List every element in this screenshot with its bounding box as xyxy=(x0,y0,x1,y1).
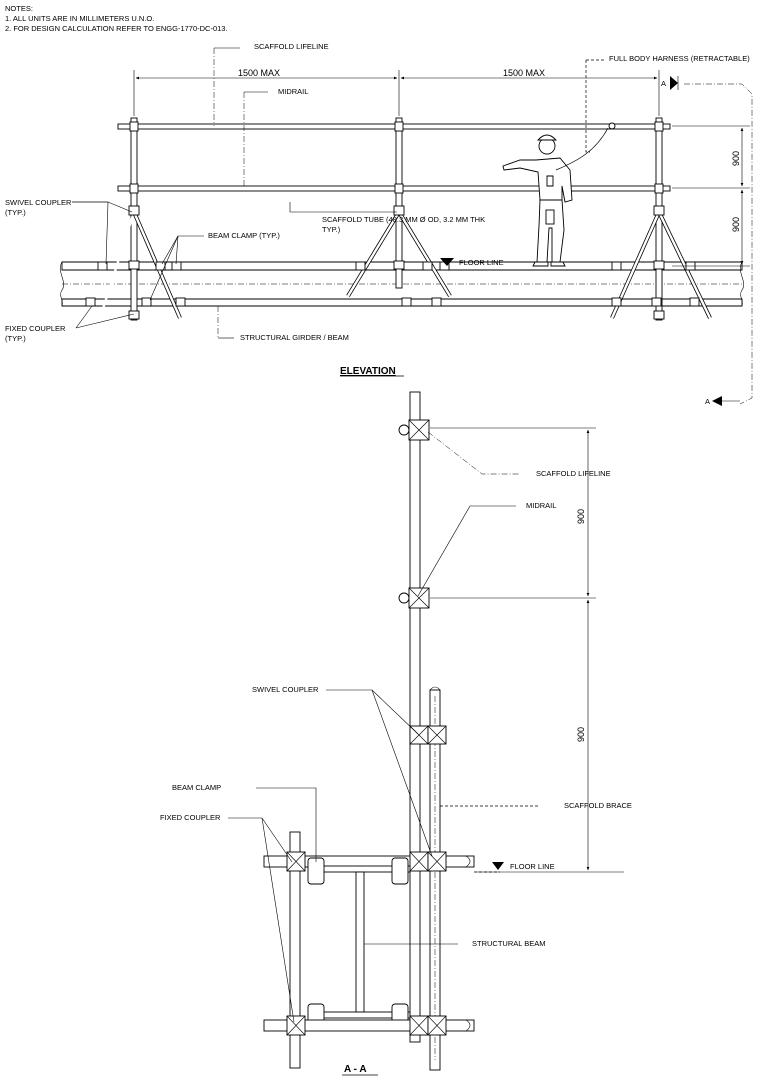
label-full-body-harness: FULL BODY HARNESS (RETRACTABLE) xyxy=(609,54,750,63)
dim-height-lower: 900 xyxy=(731,217,741,232)
section-lower-transom xyxy=(263,1015,475,1036)
title-elevation: ELEVATION xyxy=(340,366,396,377)
label-swivel-coupler-elev-1: SWIVEL COUPLER xyxy=(5,198,72,207)
braces xyxy=(98,210,712,319)
section-dimensions: 900 900 xyxy=(430,427,624,873)
label-fixed-coupler-elev-1: FIXED COUPLER xyxy=(5,324,66,333)
label-scaffold-tube-2: TYP.) xyxy=(322,225,341,234)
label-midrail-section: MIDRAIL xyxy=(526,501,556,510)
section-marker-bottom-letter: A xyxy=(705,397,710,406)
label-swivel-coupler-elev-2: (TYP.) xyxy=(5,208,26,217)
label-fixed-coupler-section: FIXED COUPLER xyxy=(160,813,221,822)
elevation-labels: SCAFFOLD LIFELINE FULL BODY HARNESS (RET… xyxy=(5,42,750,343)
span-dimensions: 1500 MAX 1500 MAX xyxy=(133,68,660,116)
label-beam-clamp-section: BEAM CLAMP xyxy=(172,783,221,792)
section-lifeline-coupler xyxy=(398,419,430,441)
section-standard xyxy=(409,391,421,1043)
label-swivel-coupler-section: SWIVEL COUPLER xyxy=(252,685,319,694)
worker-figure xyxy=(502,122,616,267)
section-cut-marker: A A xyxy=(661,76,753,406)
dim-span-left: 1500 MAX xyxy=(238,68,280,78)
section-left-tube xyxy=(289,831,301,1069)
label-scaffold-brace: SCAFFOLD BRACE xyxy=(564,801,632,810)
elevation-view: 1500 MAX 1500 MAX 900 900 A A FLOOR LIN xyxy=(5,42,753,406)
couplers-elevation xyxy=(85,121,700,320)
section-swivel-couplers xyxy=(409,725,447,745)
section-view: 900 900 FLOOR LINE SCAFFOLD LIFELINE MID… xyxy=(160,391,632,1076)
dim-height-upper: 900 xyxy=(731,151,741,166)
note-line-1: 1. ALL UNITS ARE IN MILLIMETERS U.N.O. xyxy=(5,14,154,23)
floor-line-symbol-section: FLOOR LINE xyxy=(474,862,555,873)
notes-heading: NOTES: xyxy=(5,4,33,13)
dim-span-right: 1500 MAX xyxy=(503,68,545,78)
label-scaffold-lifeline-elev: SCAFFOLD LIFELINE xyxy=(254,42,329,51)
section-marker-top-letter: A xyxy=(661,79,666,88)
label-structural-girder: STRUCTURAL GIRDER / BEAM xyxy=(240,333,349,342)
notes-block: NOTES: 1. ALL UNITS ARE IN MILLIMETERS U… xyxy=(5,4,228,33)
label-fixed-coupler-elev-2: (TYP.) xyxy=(5,334,26,343)
label-midrail-elev: MIDRAIL xyxy=(278,87,308,96)
standard-middle xyxy=(395,117,403,289)
section-midrail-coupler xyxy=(398,587,430,609)
floor-line-symbol-elevation: FLOOR LINE xyxy=(440,258,504,267)
title-section-aa: A - A xyxy=(344,1064,367,1075)
height-dimensions: 900 900 xyxy=(672,125,750,267)
section-labels: SCAFFOLD LIFELINE MIDRAIL SWIVEL COUPLER… xyxy=(160,431,632,1023)
section-structural-beam xyxy=(307,857,411,1027)
label-floor-line-section: FLOOR LINE xyxy=(510,862,555,871)
midrail-tube xyxy=(117,185,671,192)
note-line-2: 2. FOR DESIGN CALCULATION REFER TO ENGG-… xyxy=(5,24,228,33)
label-structural-beam: STRUCTURAL BEAM xyxy=(472,939,545,948)
label-floor-line-elev: FLOOR LINE xyxy=(459,258,504,267)
label-scaffold-tube-1: SCAFFOLD TUBE (48.3 MM Ø OD, 3.2 MM THK xyxy=(322,215,485,224)
dim-section-lower: 900 xyxy=(576,727,586,742)
label-scaffold-lifeline-section: SCAFFOLD LIFELINE xyxy=(536,469,611,478)
section-brace-tube xyxy=(429,686,441,1071)
structural-girder xyxy=(60,261,744,307)
lifeline-tube xyxy=(117,123,671,130)
dim-section-upper: 900 xyxy=(576,509,586,524)
label-beam-clamp-elev: BEAM CLAMP (TYP.) xyxy=(208,231,280,240)
